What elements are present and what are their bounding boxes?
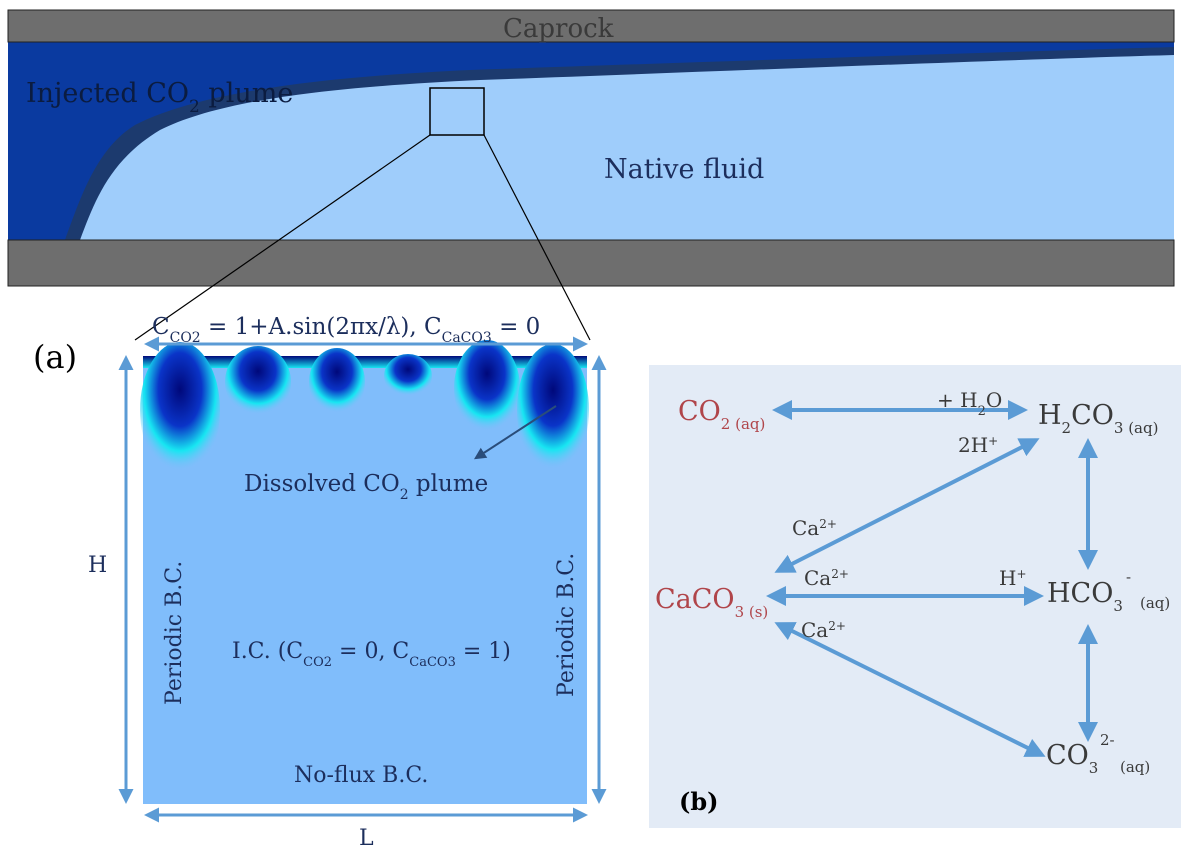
bottom-boundary-condition: No-flux B.C. <box>294 763 428 788</box>
left-periodic-bc: Periodic B.C. <box>162 561 187 705</box>
caprock-layer <box>7 9 1175 43</box>
arrow-caco3-co3 <box>774 622 1046 757</box>
height-label: H <box>88 553 107 578</box>
native-fluid-label: Native fluid <box>604 154 764 185</box>
right-periodic-bc: Periodic B.C. <box>554 553 579 697</box>
twoh-label: 2H+ <box>958 433 998 457</box>
species-hco3-charge: - <box>1126 568 1131 586</box>
panel-b: (b) CO2 (aq) H2CO3 (aq) HCO3 - (aq) CaCO… <box>649 365 1181 828</box>
hplus-label: H+ <box>999 566 1027 590</box>
species-co3-charge: 2- <box>1100 731 1115 749</box>
zoom-line-right <box>483 134 591 341</box>
bottom-rock-layer <box>7 239 1175 287</box>
co2-plume-edge <box>8 42 1174 240</box>
top-boundary-condition: CCO2 = 1+A.sin(2πx/λ), CCaCO3 = 0 <box>152 314 540 346</box>
panel-b-label: (b) <box>679 787 719 816</box>
ca-upper-label: Ca2+ <box>792 516 837 540</box>
co2-plume-region <box>8 42 1174 240</box>
initial-condition-label: I.C. (CCO2 = 0, CCaCO3 = 1) <box>232 639 511 670</box>
species-co2-aq: CO2 (aq) <box>678 396 765 433</box>
dissolved-co2-fingers <box>140 340 589 478</box>
arrow-h2co3-caco3 <box>774 438 1040 573</box>
species-co3-phase: (aq) <box>1120 758 1150 776</box>
zoom-box <box>429 87 485 136</box>
species-hco3-phase: (aq) <box>1140 594 1170 612</box>
reservoir-panel: Caprock Injected CO2 plume Native fluid <box>7 9 1175 341</box>
plume-pointer-arrow <box>473 405 557 460</box>
species-co3-aq: CO3 <box>1046 740 1098 777</box>
panel-a: (a) CCO2 = 1+A.sin(2πx/λ), CCaCO3 = 0 Di… <box>33 314 607 850</box>
plume-label: Injected CO2 plume <box>26 78 293 117</box>
width-label: L <box>359 826 374 850</box>
species-hco3-aq: HCO3 <box>1047 578 1123 615</box>
caprock-label: Caprock <box>503 14 614 44</box>
ca-lower-label: Ca2+ <box>801 618 846 642</box>
water-label: + H2O <box>937 388 1002 419</box>
species-h2co3-aq: H2CO3 (aq) <box>1038 400 1158 437</box>
species-caco3-s: CaCO3 (s) <box>655 584 768 621</box>
zoom-line-left <box>134 134 431 341</box>
panel-a-label: (a) <box>33 338 77 376</box>
dissolved-plume-label: Dissolved CO2 plume <box>244 471 488 503</box>
ca-middle-label: Ca2+ <box>804 566 849 590</box>
